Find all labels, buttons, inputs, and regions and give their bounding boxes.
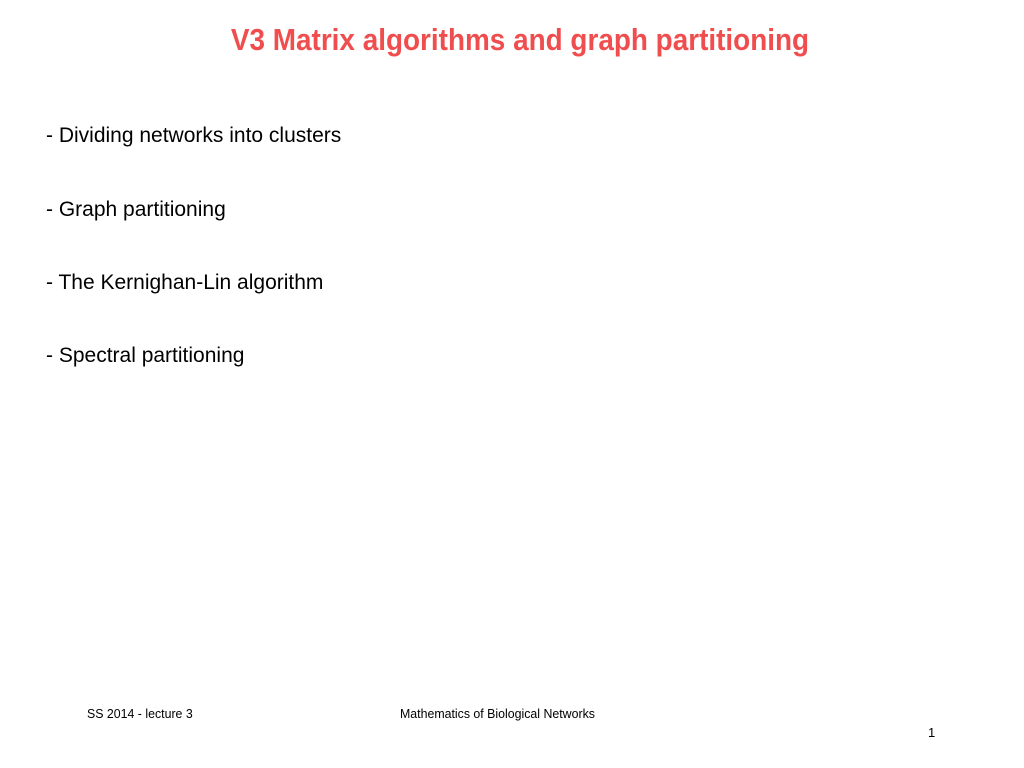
footer-course-title: Mathematics of Biological Networks <box>400 706 595 721</box>
slide-title: V3 Matrix algorithms and graph partition… <box>230 22 810 57</box>
bullet-item-graph-partitioning: - Graph partitioning <box>46 198 226 221</box>
footer-lecture-label: SS 2014 - lecture 3 <box>87 706 193 721</box>
bullet-item-spectral-partitioning: - Spectral partitioning <box>46 344 245 367</box>
bullet-item-dividing-networks: - Dividing networks into clusters <box>46 124 342 147</box>
page-number: 1 <box>928 725 936 740</box>
bullet-item-kernighan-lin: - The Kernighan-Lin algorithm <box>46 271 324 294</box>
